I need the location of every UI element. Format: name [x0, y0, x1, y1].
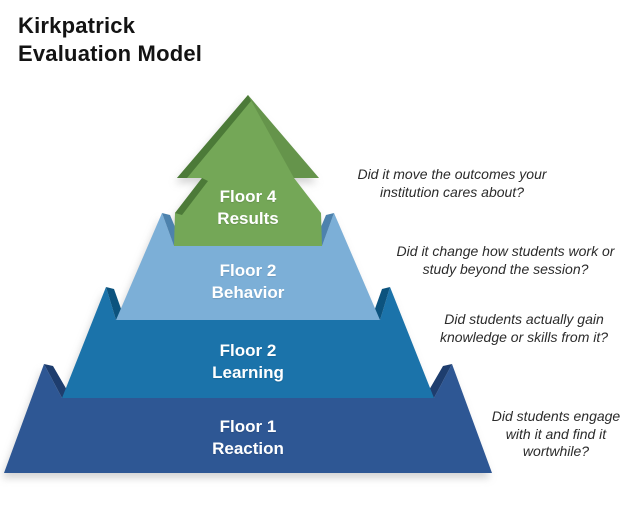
- level-floor-behavior: Floor 2: [219, 261, 277, 280]
- level-behavior-shape: [116, 213, 380, 320]
- level-label-results: Floor 4 Results: [217, 186, 278, 230]
- level-results-facet-head-left: [177, 95, 251, 178]
- question-learning: Did students actually gain knowledge or …: [439, 311, 609, 345]
- level-name-results: Results: [217, 209, 279, 228]
- question-reaction: Did students engage with it and find it …: [491, 408, 621, 459]
- level-label-reaction: Floor 1 Reaction: [212, 416, 284, 460]
- level-results-arrow-inner-shade: [248, 95, 319, 178]
- level-results-arrow-shape: [174, 95, 322, 246]
- page-title: Kirkpatrick Evaluation Model: [18, 12, 202, 68]
- level-floor-reaction: Floor 1: [219, 417, 277, 436]
- level-reaction-facet-right: [425, 364, 452, 398]
- level-reaction-shape: [4, 364, 492, 473]
- question-behavior: Did it change how students work or study…: [396, 243, 615, 277]
- page-title-line-1: Kirkpatrick: [18, 13, 136, 38]
- level-floor-results: Floor 4: [219, 187, 277, 206]
- level-label-behavior: Floor 2 Behavior: [212, 260, 285, 304]
- page-title-line-2: Evaluation Model: [18, 41, 203, 66]
- level-name-learning: Learning: [212, 363, 284, 382]
- level-learning-shape: [62, 287, 434, 398]
- level-floor-learning: Floor 2: [219, 341, 277, 360]
- level-name-reaction: Reaction: [212, 439, 284, 458]
- level-label-learning: Floor 2 Learning: [212, 340, 284, 384]
- level-reaction-facet-left: [44, 364, 71, 398]
- level-name-behavior: Behavior: [211, 283, 285, 302]
- level-results-facet-stem-left: [175, 178, 208, 215]
- question-results: Did it move the outcomes your institutio…: [357, 166, 547, 200]
